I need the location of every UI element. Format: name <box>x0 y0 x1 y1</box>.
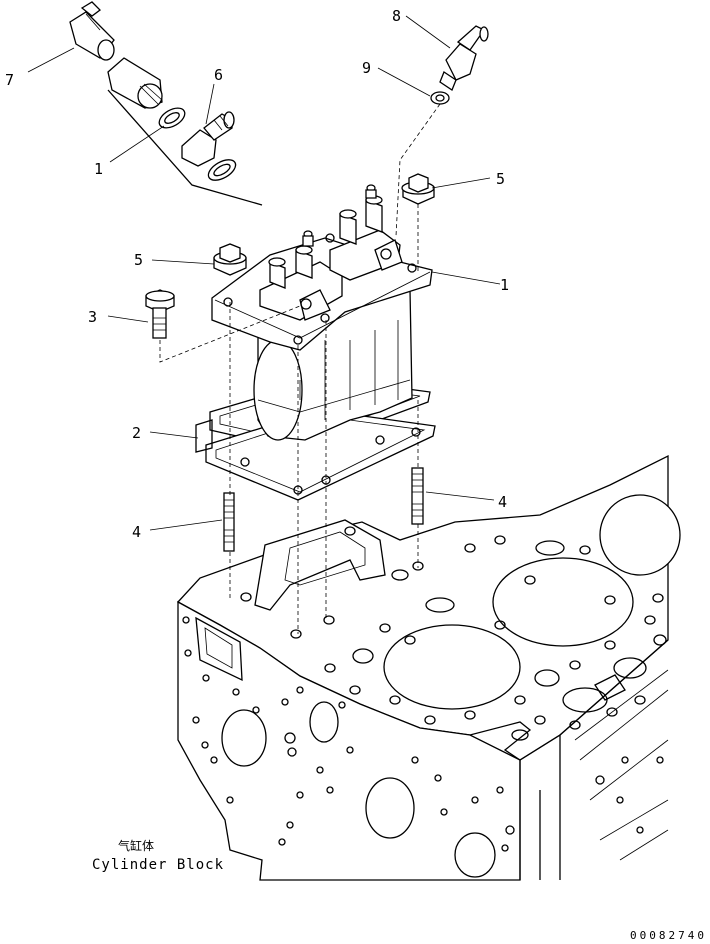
caption-english: Cylinder Block <box>92 857 224 873</box>
callout-4-right: 4 <box>498 493 507 511</box>
callout-5-right: 5 <box>496 170 505 188</box>
callout-3: 3 <box>88 308 97 326</box>
callout-8: 8 <box>392 7 401 25</box>
o-ring-lower <box>207 159 237 181</box>
callout-1-lower: 1 <box>500 276 509 294</box>
stud-right <box>411 467 424 525</box>
banjo-connector <box>107 57 163 109</box>
callout-5-left: 5 <box>134 251 143 269</box>
callout-9: 9 <box>362 59 371 77</box>
o-ring-upper <box>158 107 186 129</box>
callout-7: 7 <box>5 71 14 89</box>
callout-2: 2 <box>132 424 141 442</box>
callout-6: 6 <box>214 66 223 84</box>
grouping-bracket <box>107 89 263 206</box>
gasket-tab <box>195 419 213 453</box>
fuel-injection-pump <box>211 184 433 441</box>
callout-4-left: 4 <box>132 523 141 541</box>
drawing-code: 00082740 <box>630 929 707 942</box>
assembly-centerlines <box>159 103 441 634</box>
sealing-washer <box>430 91 450 105</box>
stud-left <box>223 492 235 552</box>
cylinder-block <box>176 454 681 881</box>
pressure-fitting <box>439 25 489 91</box>
nut-right <box>401 173 435 205</box>
leader-lines <box>27 15 501 531</box>
hose-connector <box>181 111 235 167</box>
elbow-fitting <box>69 1 115 61</box>
nut-left <box>213 243 247 276</box>
flange-bolt <box>145 289 175 339</box>
caption-chinese: 气缸体 <box>118 838 154 853</box>
callout-1-upper: 1 <box>94 160 103 178</box>
